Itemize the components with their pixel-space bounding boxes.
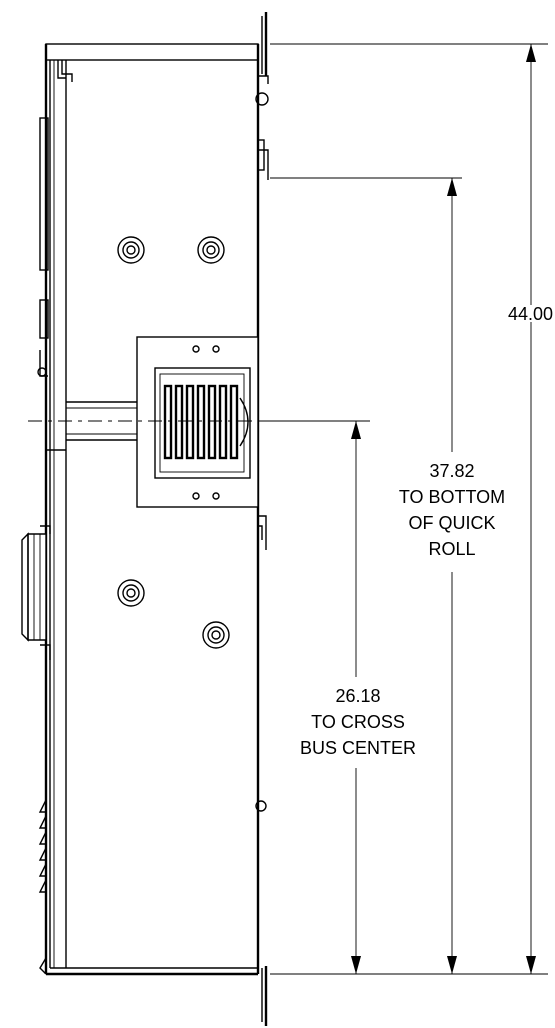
quick-roll-label-line3: ROLL [428,539,475,559]
boss-lower-right [202,621,230,649]
quick-roll-label-line2: OF QUICK [408,513,495,533]
cross-bus-label-line2: BUS CENTER [300,738,416,758]
overall-height-value: 44.00 [508,304,553,324]
cross-bus-label-line1: TO CROSS [311,712,405,732]
dimension-overall-height: 44.00 [508,44,553,974]
vent-louvers [38,799,47,975]
cross-bus-connector [37,336,259,508]
extension-lines [262,43,548,975]
contact-fingers [163,384,249,460]
enclosure-body [39,43,260,976]
boss-upper-right [197,236,225,264]
boss-lower-left [117,579,145,607]
boss-upper-left [117,236,145,264]
mounting-bosses [117,236,230,649]
dimension-cross-bus: 26.18 TO CROSS BUS CENTER [300,421,416,974]
cross-bus-value: 26.18 [335,686,380,706]
right-side-hardware [255,12,269,1026]
quick-roll-label-line1: TO BOTTOM [399,487,505,507]
quick-roll-value: 37.82 [429,461,474,481]
handle-assembly [21,525,51,660]
dimension-quick-roll: 37.82 TO BOTTOM OF QUICK ROLL [399,178,505,974]
